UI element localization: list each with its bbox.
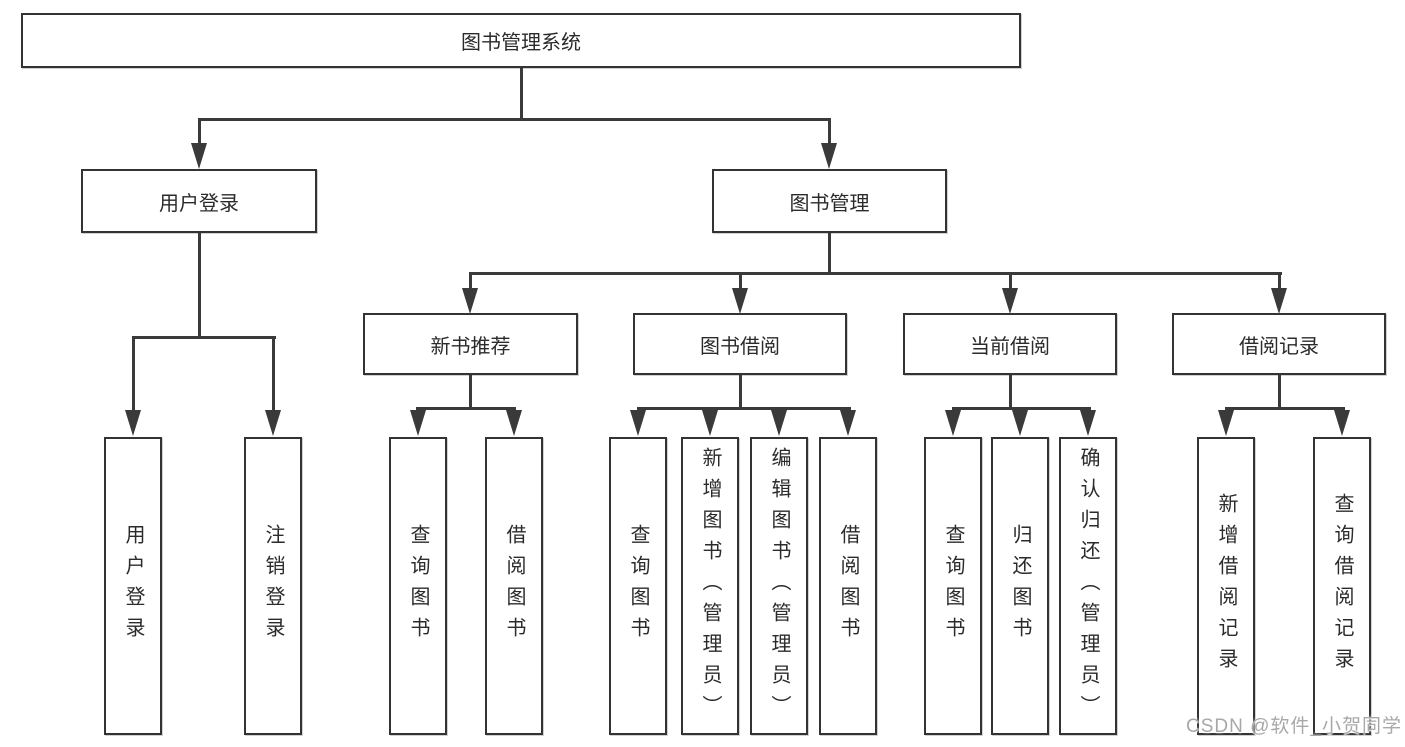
arrow-down-icon	[191, 143, 207, 169]
leaf-records-query-record: 查询借阅记录	[1313, 437, 1371, 735]
node-root-system: 图书管理系统	[21, 13, 1021, 68]
arrow-down-icon	[771, 410, 787, 436]
arrow-down-icon	[265, 410, 281, 436]
node-root-label: 图书管理系统	[461, 32, 581, 54]
connector-stem	[469, 375, 472, 410]
connector-root-stem	[520, 68, 523, 120]
arrow-down-icon	[702, 410, 718, 436]
leaf-borrowing-add-books-admin: 新增图书（管理员）	[681, 437, 739, 735]
leaf-recommend-query-books: 查询图书	[389, 437, 447, 735]
leaf-current-confirm-return-admin: 确认归还（管理员）	[1059, 437, 1117, 735]
arrow-down-icon	[732, 288, 748, 314]
node-book-management-label: 图书管理	[789, 192, 870, 215]
connector-stem	[132, 339, 135, 413]
node-user-login: 用户登录	[81, 169, 317, 233]
connector-userlogin-stem	[198, 233, 201, 339]
arrow-down-icon	[410, 410, 426, 436]
connector-stem	[469, 275, 472, 290]
connector-stem	[739, 375, 742, 410]
leaf-logout: 注销登录	[244, 437, 302, 735]
connector-bookmgmt-stem	[828, 233, 831, 275]
node-new-book-recommend: 新书推荐	[363, 313, 578, 375]
node-book-borrowing-label: 图书借阅	[700, 335, 780, 358]
connector-leaf-split	[952, 407, 1091, 410]
leaf-recommend-borrow-books: 借阅图书	[485, 437, 543, 735]
arrow-down-icon	[506, 410, 522, 436]
connector-leaf-split	[1225, 407, 1345, 410]
connector-stem	[1278, 275, 1281, 290]
connector-level1-split	[198, 118, 831, 121]
arrow-down-icon	[1012, 410, 1028, 436]
arrow-down-icon	[1334, 410, 1350, 436]
connector-stem	[1009, 275, 1012, 290]
node-current-borrowing: 当前借阅	[903, 313, 1117, 375]
arrow-down-icon	[1002, 288, 1018, 314]
arrow-down-icon	[462, 288, 478, 314]
connector-leaf-split	[637, 407, 851, 410]
node-current-borrowing-label: 当前借阅	[970, 335, 1050, 358]
connector-stem	[1278, 375, 1281, 410]
arrow-down-icon	[1080, 410, 1096, 436]
leaf-user-login: 用户登录	[104, 437, 162, 735]
arrow-down-icon	[945, 410, 961, 436]
arrow-down-icon	[821, 143, 837, 169]
leaf-borrowing-query-books: 查询图书	[609, 437, 667, 735]
connector-userlogin-split	[132, 336, 276, 339]
node-borrowing-records: 借阅记录	[1172, 313, 1386, 375]
leaf-records-add-record: 新增借阅记录	[1197, 437, 1255, 735]
leaf-current-return-books: 归还图书	[991, 437, 1049, 735]
leaf-current-query-books: 查询图书	[924, 437, 982, 735]
leaf-borrowing-edit-books-admin: 编辑图书（管理员）	[750, 437, 808, 735]
arrow-down-icon	[840, 410, 856, 436]
node-new-book-recommend-label: 新书推荐	[430, 335, 511, 358]
node-book-borrowing: 图书借阅	[633, 313, 847, 375]
node-book-management: 图书管理	[712, 169, 947, 233]
connector-level3-split	[469, 272, 1282, 275]
arrow-down-icon	[1271, 288, 1287, 314]
connector-stem	[198, 121, 201, 147]
arrow-down-icon	[125, 410, 141, 436]
node-user-login-label: 用户登录	[159, 192, 239, 215]
csdn-watermark: CSDN @软件_小贺同学	[1186, 716, 1402, 737]
arrow-down-icon	[630, 410, 646, 436]
arrow-down-icon	[1218, 410, 1234, 436]
connector-stem	[739, 275, 742, 290]
leaf-borrowing-borrow-books: 借阅图书	[819, 437, 877, 735]
connector-stem	[828, 121, 831, 147]
connector-stem	[1009, 375, 1012, 410]
connector-stem	[272, 339, 275, 413]
node-borrowing-records-label: 借阅记录	[1239, 335, 1319, 358]
connector-leaf-split	[416, 407, 516, 410]
